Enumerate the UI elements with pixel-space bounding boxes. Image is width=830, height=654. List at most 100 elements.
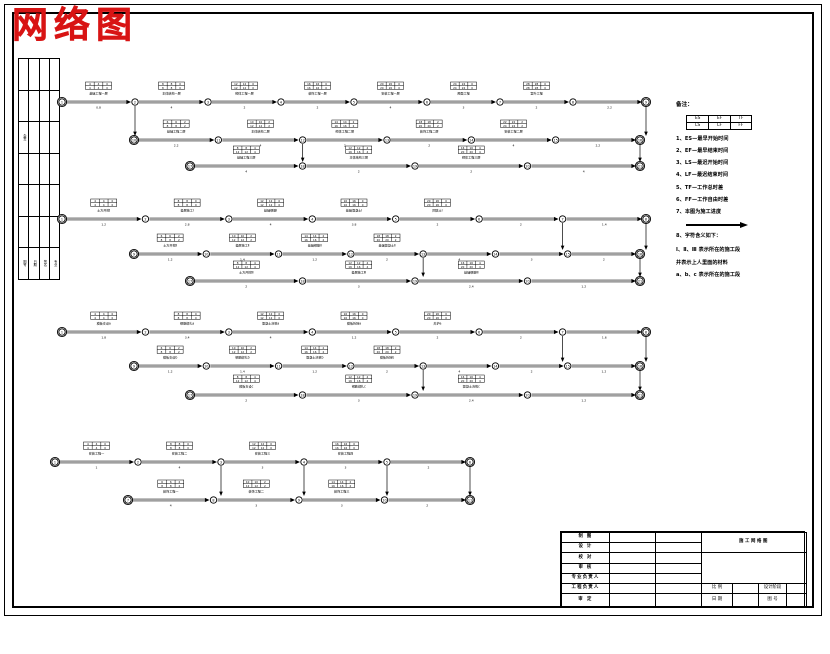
network-node[interactable]: 13 <box>383 136 391 144</box>
tb-value-check-2[interactable] <box>655 552 702 564</box>
tb-value-drawing-no[interactable] <box>785 593 808 607</box>
network-node[interactable]: 19 <box>411 391 419 399</box>
network-node[interactable]: 14 <box>491 362 500 370</box>
network-node[interactable]: 18 <box>298 162 307 170</box>
network-node[interactable]: 3 <box>225 215 233 223</box>
network-node[interactable]: 2 <box>131 98 139 106</box>
network-node[interactable]: 5 <box>392 215 400 223</box>
network-node[interactable]: 2 <box>134 458 142 466</box>
network-node[interactable]: 7 <box>558 328 567 336</box>
tb-value-draftsman-2[interactable] <box>655 531 702 544</box>
network-node[interactable]: 9 <box>640 96 652 108</box>
network-node[interactable]: 7 <box>558 215 567 223</box>
network-node[interactable]: 9 <box>128 360 140 372</box>
svg-text:6: 6 <box>161 346 163 350</box>
network-node[interactable]: 8 <box>640 326 652 338</box>
tb-value-review[interactable] <box>609 562 656 574</box>
network-node[interactable]: 2 <box>141 328 150 336</box>
tb-value-specialist-2[interactable] <box>655 572 702 585</box>
network-node[interactable]: 18 <box>298 277 307 285</box>
tb-value-engineer-2[interactable] <box>655 583 702 595</box>
network-node[interactable]: 11 <box>464 494 476 506</box>
network-node[interactable]: 15 <box>564 250 572 258</box>
network-node[interactable]: 4 <box>277 98 285 106</box>
network-node[interactable]: 1 <box>56 213 68 225</box>
network-node[interactable]: 5 <box>392 328 400 336</box>
network-node[interactable]: 18 <box>298 391 307 399</box>
svg-text:0: 0 <box>187 442 189 446</box>
network-node[interactable]: 6 <box>475 328 483 336</box>
tb-value-approve[interactable] <box>609 593 656 607</box>
network-node[interactable]: 10 <box>128 134 140 146</box>
network-node[interactable]: 14 <box>491 250 500 258</box>
network-node[interactable]: 10 <box>380 496 389 504</box>
tb-value-review-2[interactable] <box>655 562 702 574</box>
network-node[interactable]: 11 <box>274 362 283 370</box>
tb-value-check[interactable] <box>609 552 656 564</box>
network-node[interactable]: 7 <box>122 494 134 506</box>
svg-text:2: 2 <box>428 465 430 469</box>
network-node[interactable]: 17 <box>184 160 196 172</box>
svg-text:16: 16 <box>343 124 347 128</box>
network-node[interactable]: 2 <box>141 215 150 223</box>
network-node[interactable]: 11 <box>214 136 222 144</box>
network-node[interactable]: 21 <box>634 275 646 287</box>
network-node[interactable]: 21 <box>634 389 646 401</box>
tb-value-specialist[interactable] <box>609 572 656 585</box>
tb-value-date[interactable] <box>732 593 759 607</box>
network-node[interactable]: 8 <box>640 213 652 225</box>
network-node[interactable]: 10 <box>202 250 210 258</box>
network-node[interactable]: 15 <box>552 136 560 144</box>
tb-value-approve-2[interactable] <box>655 593 702 607</box>
network-node[interactable]: 20 <box>523 162 532 170</box>
svg-text:12: 12 <box>260 312 264 316</box>
network-node[interactable]: 9 <box>295 496 303 504</box>
network-node[interactable]: 4 <box>300 458 308 466</box>
network-node[interactable]: 16 <box>634 134 646 146</box>
network-node[interactable]: 12 <box>347 250 355 258</box>
tb-value-draftsman[interactable] <box>609 531 656 544</box>
network-node[interactable]: 16 <box>634 248 646 260</box>
tb-value-design[interactable] <box>609 542 656 554</box>
network-node[interactable]: 4 <box>308 328 316 336</box>
tb-value-engineer[interactable] <box>609 583 656 595</box>
svg-text:18: 18 <box>419 120 423 124</box>
network-node[interactable]: 12 <box>299 136 307 144</box>
network-node[interactable]: 6 <box>475 215 483 223</box>
tb-value-stage[interactable] <box>785 583 808 595</box>
network-node[interactable]: 5 <box>383 458 391 466</box>
index-cell-0-4 <box>19 185 29 217</box>
network-node[interactable]: 17 <box>184 275 196 287</box>
network-node[interactable]: 5 <box>350 98 358 106</box>
network-node[interactable]: 9 <box>128 248 140 260</box>
tb-value-design-2[interactable] <box>655 542 702 554</box>
network-node[interactable]: 21 <box>634 160 646 172</box>
network-node[interactable]: 1 <box>56 96 68 108</box>
network-node[interactable]: 8 <box>569 98 577 106</box>
network-node[interactable]: 3 <box>217 458 225 466</box>
network-node[interactable]: 13 <box>419 250 427 258</box>
network-node[interactable]: 19 <box>411 162 419 170</box>
network-node[interactable]: 14 <box>467 136 475 144</box>
network-node[interactable]: 3 <box>204 98 212 106</box>
svg-text:2: 2 <box>268 120 270 124</box>
network-node[interactable]: 4 <box>308 215 316 223</box>
network-node[interactable]: 8 <box>209 496 218 504</box>
network-node[interactable]: 13 <box>419 362 427 370</box>
network-node[interactable]: 1 <box>56 326 68 338</box>
tb-value-scale[interactable] <box>732 583 759 595</box>
network-node[interactable]: 15 <box>564 362 572 370</box>
network-node[interactable]: 3 <box>225 328 233 336</box>
network-node[interactable]: 20 <box>523 277 532 285</box>
network-node[interactable]: 12 <box>347 362 355 370</box>
network-node[interactable]: 6 <box>464 456 476 468</box>
network-node[interactable]: 20 <box>523 391 532 399</box>
network-node[interactable]: 7 <box>496 98 504 106</box>
network-node[interactable]: 11 <box>274 250 283 258</box>
network-node[interactable]: 1 <box>49 456 61 468</box>
network-node[interactable]: 16 <box>634 360 646 372</box>
network-node[interactable]: 19 <box>411 277 419 285</box>
network-node[interactable]: 6 <box>423 98 431 106</box>
network-node[interactable]: 10 <box>202 362 210 370</box>
network-node[interactable]: 17 <box>184 389 196 401</box>
